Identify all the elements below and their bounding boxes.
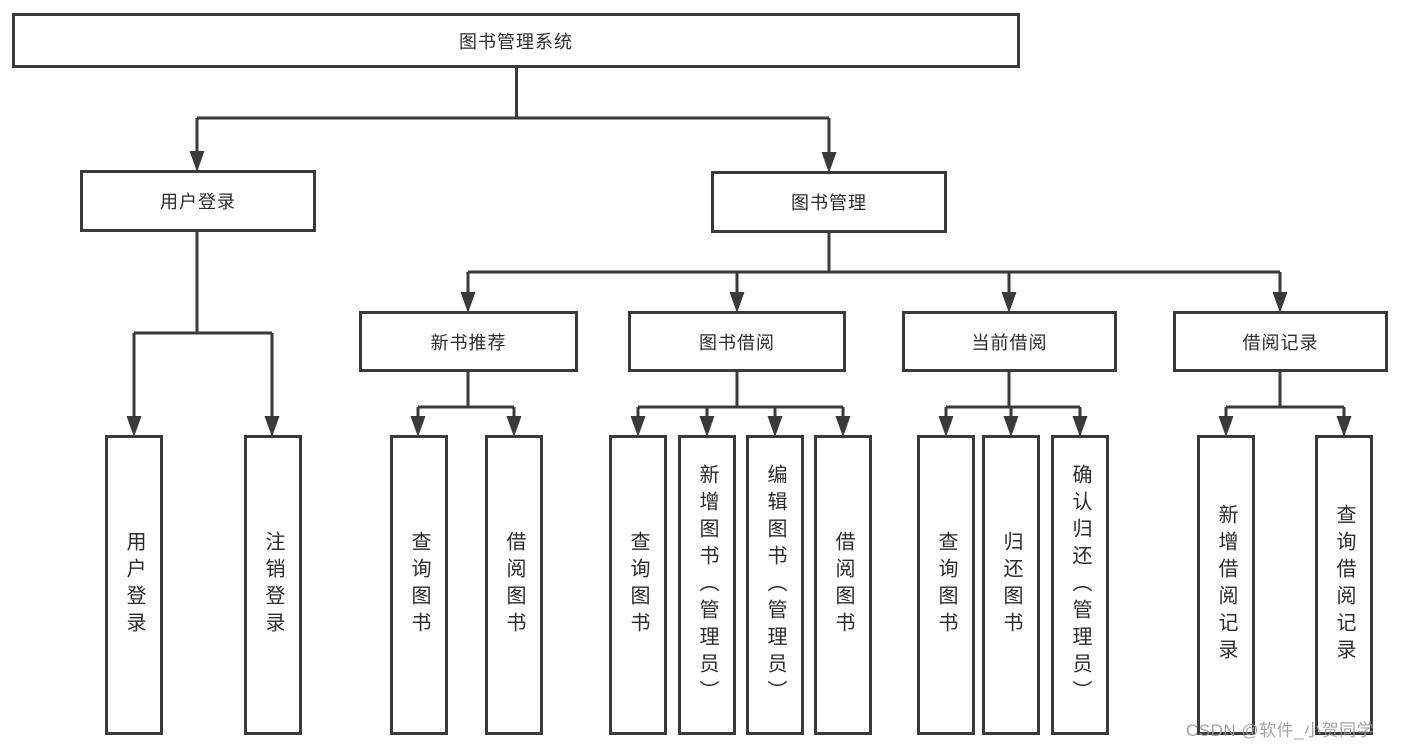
node-user-login-label: 用户登录 [160,192,236,212]
arrowhead-icon [506,416,522,437]
arrowhead-icon [1003,416,1019,437]
connector-line [466,233,1282,294]
arrowhead-icon [410,416,426,437]
arrowhead-icon [699,416,715,437]
node-book-borrow: 图书借阅 [628,311,846,372]
connector-user-login-to-leaves [132,232,274,418]
node-root-label: 图书管理系统 [459,31,573,52]
arrowhead-icon [1072,416,1088,437]
node-root: 图书管理系统 [12,13,1020,68]
connector-current-borrow-to-leaves [944,372,1082,418]
leaf-bb-add-books-admin: 新增图书（管理员） [678,435,736,735]
connector-records-to-leaves [1224,372,1346,418]
connector-line [1224,372,1346,418]
leaf-bb-edit-books-admin: 编辑图书（管理员） [746,435,804,735]
leaf-cb-query-books: 查询图书 [917,435,975,735]
leaf-cb-return-books: 归还图书 [982,435,1040,735]
connector-line [416,372,516,418]
leaf-bb-borrow-books-label: 借阅图书 [832,531,854,639]
node-current-borrow: 当前借阅 [902,311,1117,372]
arrowhead-icon [835,416,851,437]
arrowhead-icon [189,151,205,172]
connector-book-borrow-to-leaves [636,372,845,418]
leaf-cb-confirm-return-admin-label: 确认归还（管理员） [1069,463,1091,707]
leaf-bb-add-books-admin-label: 新增图书（管理员） [696,463,718,707]
leaf-bb-query-books-label: 查询图书 [627,531,649,639]
leaf-rec-borrow-books: 借阅图书 [485,435,543,735]
node-new-book-recommend: 新书推荐 [359,311,578,372]
connector-line [636,372,845,418]
arrowhead-icon [1001,292,1017,313]
connector-new-book-to-leaves [416,372,516,418]
arrowhead-icon [1336,416,1352,437]
node-user-login: 用户登录 [80,170,316,232]
leaf-br-add-record: 新增借阅记录 [1197,435,1255,735]
leaf-logout: 注销登录 [244,435,302,735]
connector-book-mgmt-to-level3 [466,233,1282,294]
arrowhead-icon [821,152,837,173]
connector-line [944,372,1082,418]
node-new-book-recommend-label: 新书推荐 [430,332,507,353]
leaf-br-add-record-label: 新增借阅记录 [1215,504,1237,666]
node-borrow-records: 借阅记录 [1173,311,1388,372]
leaf-bb-query-books: 查询图书 [609,435,667,735]
leaf-cb-confirm-return-admin: 确认归还（管理员） [1051,435,1109,735]
watermark: CSDN @软件_小贺同学 [1186,721,1375,740]
arrowhead-icon [264,416,280,437]
arrowhead-icon [767,416,783,437]
arrowhead-icon [1218,416,1234,437]
arrowhead-icon [729,292,745,313]
leaf-user-login: 用户登录 [105,435,163,735]
connector-line [132,232,274,418]
arrowhead-icon [460,292,476,313]
node-borrow-records-label: 借阅记录 [1242,332,1319,353]
arrowhead-icon [630,416,646,437]
connector-root-to-level2 [195,68,831,154]
node-book-management: 图书管理 [711,171,947,233]
node-book-management-label: 图书管理 [791,193,867,213]
node-book-borrow-label: 图书借阅 [699,332,775,353]
connector-line [195,68,831,154]
leaf-cb-return-books-label: 归还图书 [1000,531,1022,639]
arrowhead-icon [938,416,954,437]
leaf-rec-query-books: 查询图书 [390,435,448,735]
node-current-borrow-label: 当前借阅 [971,332,1048,353]
leaf-rec-borrow-books-label: 借阅图书 [503,531,525,639]
arrowhead-icon [1272,292,1288,313]
leaf-bb-edit-books-admin-label: 编辑图书（管理员） [764,463,786,707]
leaf-cb-query-books-label: 查询图书 [935,531,957,639]
leaf-logout-label: 注销登录 [262,531,284,639]
leaf-br-query-record: 查询借阅记录 [1315,435,1373,735]
leaf-rec-query-books-label: 查询图书 [408,531,430,639]
leaf-user-login-label: 用户登录 [123,531,145,639]
leaf-bb-borrow-books: 借阅图书 [814,435,872,735]
leaf-br-query-record-label: 查询借阅记录 [1333,504,1355,666]
arrowhead-icon [126,416,142,437]
